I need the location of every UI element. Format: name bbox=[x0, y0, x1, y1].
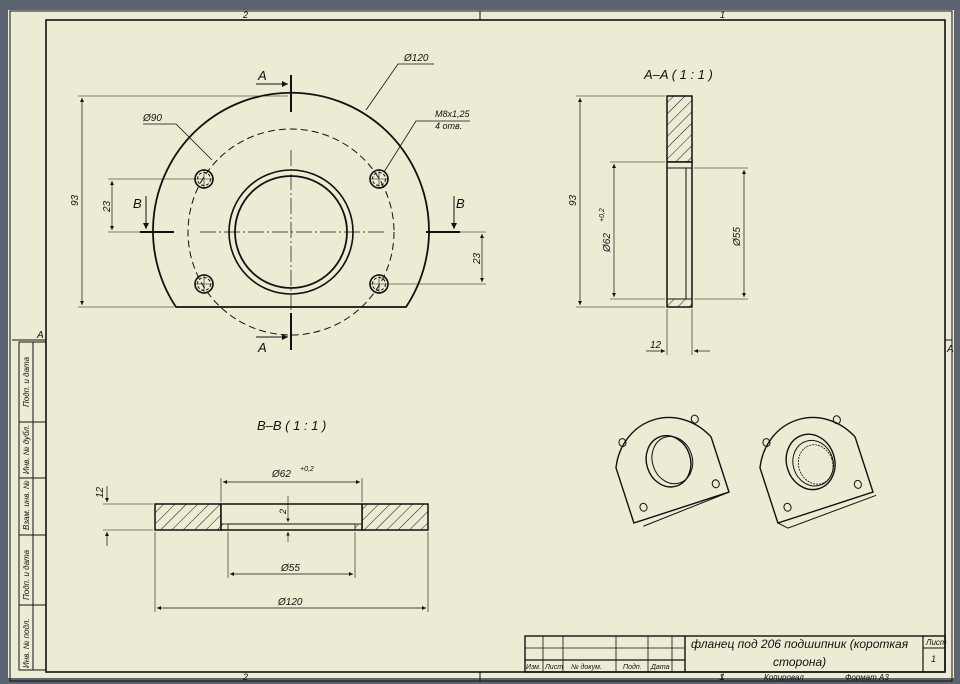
aa-dim-dia-62: Ø62 bbox=[602, 233, 613, 253]
zone-bottom-right: 1 bbox=[720, 672, 725, 682]
cut-b-right: B bbox=[456, 196, 465, 211]
strip-dup-inv: Инв. № дубл. bbox=[22, 425, 31, 474]
cut-a-top: A bbox=[257, 68, 267, 83]
strip-sign-date-2: Подп. и дата bbox=[22, 549, 31, 600]
aa-dim-93: 93 bbox=[568, 194, 579, 206]
outer-frame bbox=[9, 10, 953, 682]
cut-a-bottom: A bbox=[257, 340, 267, 355]
flange-outline bbox=[152, 91, 430, 308]
dim-dia-90: Ø90 bbox=[142, 113, 162, 124]
zone-bottom-left: 2 bbox=[242, 672, 248, 682]
bb-dim-dia-62-tol: +0,2 bbox=[300, 466, 314, 473]
aa-dim-12: 12 bbox=[650, 340, 662, 351]
isometric-view-back bbox=[759, 415, 877, 529]
tb-header-doc: № докум. bbox=[571, 663, 602, 671]
thread-count: 4 отв. bbox=[435, 121, 462, 131]
tb-header-sheet: Лист bbox=[544, 664, 563, 671]
tb-sheet-num: 1 bbox=[931, 654, 936, 664]
side-strip: Подп. и дата Инв. № дубл. Взам. инв. № П… bbox=[18, 341, 47, 671]
paper bbox=[8, 10, 954, 678]
dim-dia-120: Ø120 bbox=[403, 53, 429, 64]
main-view: A A B B Ø120 Ø90 M8x1,25 4 отв. 93 23 23 bbox=[70, 53, 486, 355]
title-block: Изм. Лист № докум. Подп. Дата фланец под… bbox=[524, 635, 947, 682]
thread-spec: M8x1,25 bbox=[435, 109, 471, 119]
bolt-circle bbox=[187, 128, 395, 336]
bb-dim-dia-55: Ø55 bbox=[280, 563, 300, 574]
bolt-holes bbox=[194, 169, 389, 294]
tb-header-rev: Изм. bbox=[526, 664, 541, 671]
section-aa: A–A ( 1 : 1 ) 93 Ø62 +0,2 Ø55 12 bbox=[568, 67, 748, 355]
strip-sign-date-1: Подп. и дата bbox=[22, 356, 31, 407]
dim-height-93: 93 bbox=[70, 194, 81, 206]
tb-format: Формат A3 bbox=[845, 673, 889, 682]
strip-repl-inv: Взам. инв. № bbox=[22, 480, 31, 530]
bb-dim-dia-120: Ø120 bbox=[277, 597, 303, 608]
zone-right: A bbox=[946, 344, 954, 355]
dim-offset-right: 23 bbox=[472, 252, 483, 265]
tb-header-date: Дата bbox=[650, 664, 670, 671]
bb-dim-depth-2: 2 bbox=[278, 509, 288, 515]
tb-name-line1: фланец под 206 подшипник (короткая bbox=[691, 637, 909, 651]
aa-dim-dia-62-tol: +0,2 bbox=[599, 208, 606, 222]
cut-b-left: B bbox=[133, 196, 142, 211]
tb-name-line2: сторона) bbox=[773, 655, 826, 669]
bb-dim-dia-62: Ø62 bbox=[271, 469, 291, 480]
aa-dim-dia-55: Ø55 bbox=[732, 227, 743, 247]
section-aa-title: A–A ( 1 : 1 ) bbox=[643, 67, 713, 82]
dim-offset-left: 23 bbox=[102, 200, 113, 213]
tb-copied: Копировал bbox=[764, 673, 804, 682]
bb-dim-12: 12 bbox=[95, 486, 106, 498]
section-bb: B–B ( 1 : 1 ) 12 Ø62 +0,2 2 Ø55 Ø120 bbox=[95, 418, 429, 612]
section-bb-title: B–B ( 1 : 1 ) bbox=[257, 418, 326, 433]
tb-header-sign: Подп. bbox=[623, 663, 642, 671]
zone-top-left: 2 bbox=[242, 10, 248, 20]
strip-orig-inv: Инв. № подл. bbox=[22, 618, 31, 668]
isometric-view-front bbox=[615, 414, 730, 527]
tb-footer-sheet: 1 bbox=[719, 673, 723, 682]
zone-left: A bbox=[36, 330, 44, 341]
tb-sheet-label: Лист bbox=[925, 638, 947, 647]
zone-top-right: 1 bbox=[720, 10, 725, 20]
